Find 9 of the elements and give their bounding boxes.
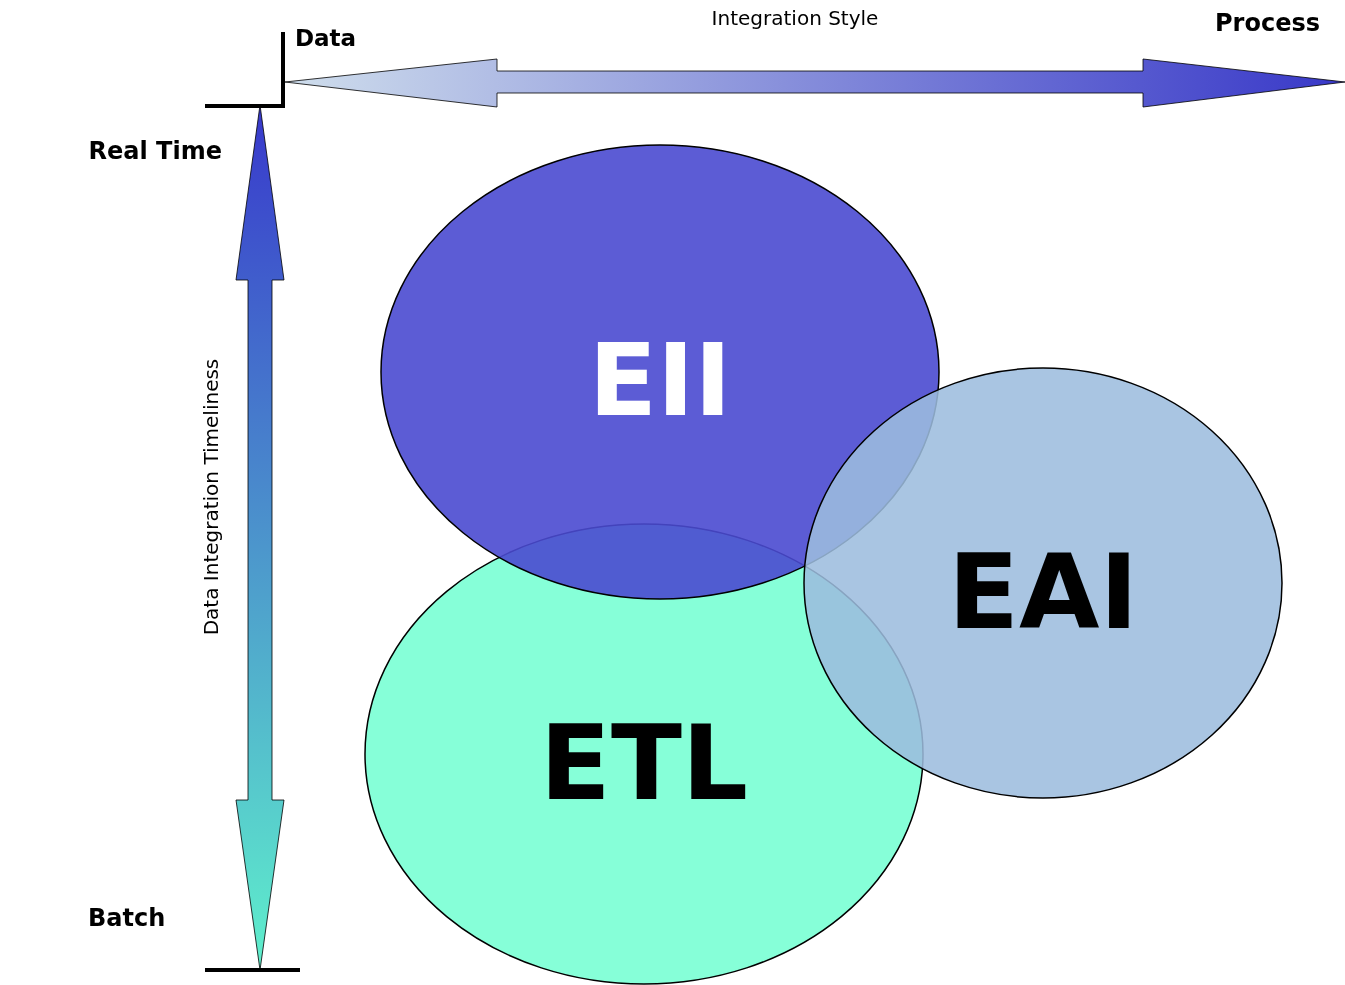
axis-end-label: Process [1215,11,1320,35]
ellipse-label: ETL [539,711,749,816]
axis-end-label: Batch [88,906,166,930]
axis-title: Data Integration Timeliness [201,358,221,636]
ellipse-label: EAI [947,539,1139,644]
axis-end-label: Data [295,27,357,50]
axis-title: Integration Style [711,8,879,28]
axis-end-label: Real Time [88,139,222,163]
ellipse-label: EII [588,331,732,432]
